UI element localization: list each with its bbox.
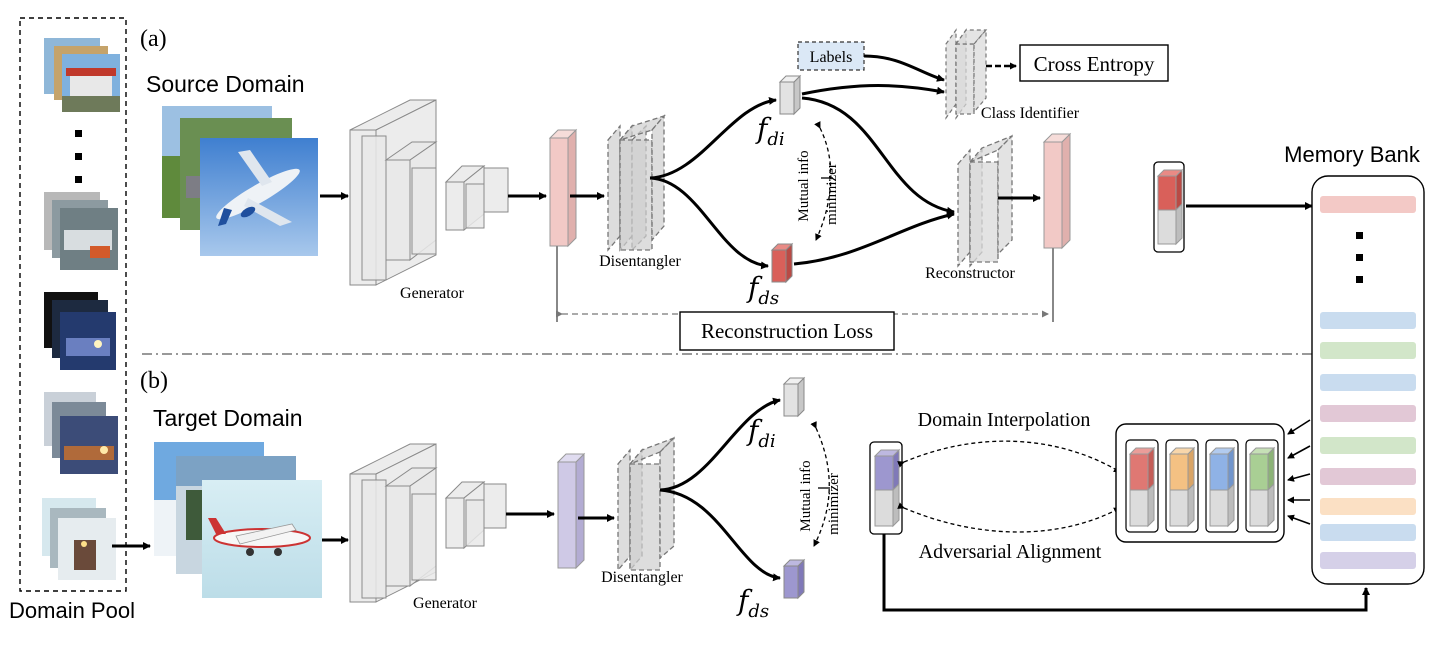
memory-slot [1320, 552, 1416, 569]
domain-pool: Domain Pool [9, 17, 135, 623]
target-ds-feature [869, 441, 903, 535]
pool-image-stack-1 [44, 38, 120, 112]
fds-to-reconstructor-curve [793, 211, 955, 266]
fds-subscript: ds [758, 288, 779, 309]
memory-slot [1320, 524, 1416, 541]
interpolated-feature-3 [1205, 439, 1239, 533]
memory-to-interp-arrow [1287, 473, 1311, 482]
adversarial-alignment-arrow [897, 502, 1121, 533]
cross-entropy-label: Cross Entropy [1034, 52, 1155, 76]
svg-text:Mutual info: Mutual info [796, 150, 812, 221]
memory-ellipsis-dot [1356, 232, 1363, 239]
source-ds-to-memory [1153, 161, 1185, 253]
memory-slot [1320, 342, 1416, 359]
svg-text:minimizer: minimizer [824, 163, 840, 225]
memory-ellipsis-dot [1356, 254, 1363, 261]
memory-slot [1320, 374, 1416, 391]
mutual-info-a-label: Mutual info minimizer [796, 150, 840, 224]
pool-image-stack-5 [42, 498, 116, 580]
pool-image-stack-3 [44, 292, 116, 370]
target-images [154, 442, 322, 598]
reconstruction-loss-label: Reconstruction Loss [701, 319, 873, 343]
disentangler-b-to-fdi-curve [659, 397, 781, 492]
airplane-icon [216, 150, 300, 226]
labels-to-classifier-arrow [863, 54, 945, 82]
generator-a-label: Generator [400, 285, 465, 302]
pool-ellipsis-dot [75, 130, 82, 137]
interpolated-feature-1 [1125, 439, 1159, 533]
reconstructor-label: Reconstructor [925, 265, 1015, 282]
disentangler-b-label: Disentangler [601, 569, 683, 586]
fdi-b-block [782, 376, 806, 418]
reconstruction-loss-box [679, 311, 895, 351]
labels-box [797, 41, 865, 71]
fdi-subscript: di [758, 431, 775, 452]
domain-interpolation-label: Domain Interpolation [918, 409, 1091, 431]
memory-slot [1320, 405, 1416, 422]
target-ds-to-memory-arrow [882, 534, 1370, 612]
generator-b-label: Generator [413, 595, 478, 612]
memory-bank-label: Memory Bank [1284, 142, 1421, 167]
pool-image-stack-4 [44, 392, 118, 474]
disentangler-b [617, 436, 675, 572]
fdi-a-label: fdi [755, 112, 785, 150]
memory-slot [1320, 437, 1416, 454]
interpolated-feature-4 [1245, 439, 1279, 533]
domain-interpolation-arrow [897, 440, 1121, 473]
source-feature-front [549, 137, 569, 247]
memory-ellipsis-dot [1356, 276, 1363, 283]
domain-pool-label: Domain Pool [9, 598, 135, 623]
fdi-to-reconstructor-curve [801, 96, 955, 215]
generator-b [349, 443, 507, 603]
svg-text:minimizer: minimizer [826, 473, 842, 535]
fds-b-block [782, 558, 806, 600]
interpolated-feature-2 [1165, 439, 1199, 533]
source-images [162, 106, 318, 256]
source-feature-map [548, 128, 578, 248]
class-identifier-label: Class Identifier [981, 105, 1080, 122]
target-domain-label: Target Domain [153, 405, 303, 431]
memory-to-interp-arrow [1287, 514, 1311, 525]
mutual-info-b-arrow [810, 421, 830, 547]
fdi-subscript: di [767, 129, 784, 150]
mutual-info-b-label: Mutual info minimizer [798, 460, 842, 534]
fds-a-block [770, 242, 794, 284]
class-identifier [945, 28, 988, 120]
domain-pool-frame [19, 17, 127, 592]
interpolated-features [1115, 423, 1285, 543]
disentangler-a [607, 114, 666, 252]
fdi-a-block [778, 74, 802, 116]
memory-slot [1320, 468, 1416, 485]
reconstructor [957, 134, 1013, 268]
fds-subscript: ds [748, 601, 769, 622]
memory-slot [1320, 498, 1416, 515]
disentangler-a-to-fds-curve [649, 176, 769, 270]
panel-a-label: (a) [140, 26, 167, 52]
memory-slot [1320, 312, 1416, 329]
labels-label: Labels [810, 49, 853, 66]
pool-image-stack-2 [44, 192, 118, 270]
snow-airplane-icon [208, 518, 311, 556]
disentangler-b-to-fds-curve [659, 488, 781, 582]
fdi-b-label: fdi [746, 414, 776, 452]
disentangler-a-to-fdi-curve [649, 96, 777, 180]
target-feature-map [556, 452, 586, 570]
disentangler-a-label: Disentangler [599, 253, 681, 270]
source-domain-label: Source Domain [146, 71, 305, 97]
generator-a [349, 99, 509, 286]
memory-to-interp-arrow [1287, 419, 1311, 435]
svg-text:Mutual info: Mutual info [798, 460, 814, 531]
fds-b-label: fds [736, 584, 769, 622]
fdi-to-classifier-arrow [801, 84, 945, 96]
memory-to-interp-arrow [1287, 445, 1311, 459]
panel-b-label: (b) [140, 368, 168, 394]
cross-entropy-box [1019, 44, 1169, 82]
adversarial-alignment-label: Adversarial Alignment [919, 541, 1102, 563]
pool-ellipsis-dot [75, 176, 82, 183]
pool-ellipsis-dot [75, 153, 82, 160]
reconstructed-feature-map [1042, 132, 1072, 250]
memory-slot [1320, 196, 1416, 213]
